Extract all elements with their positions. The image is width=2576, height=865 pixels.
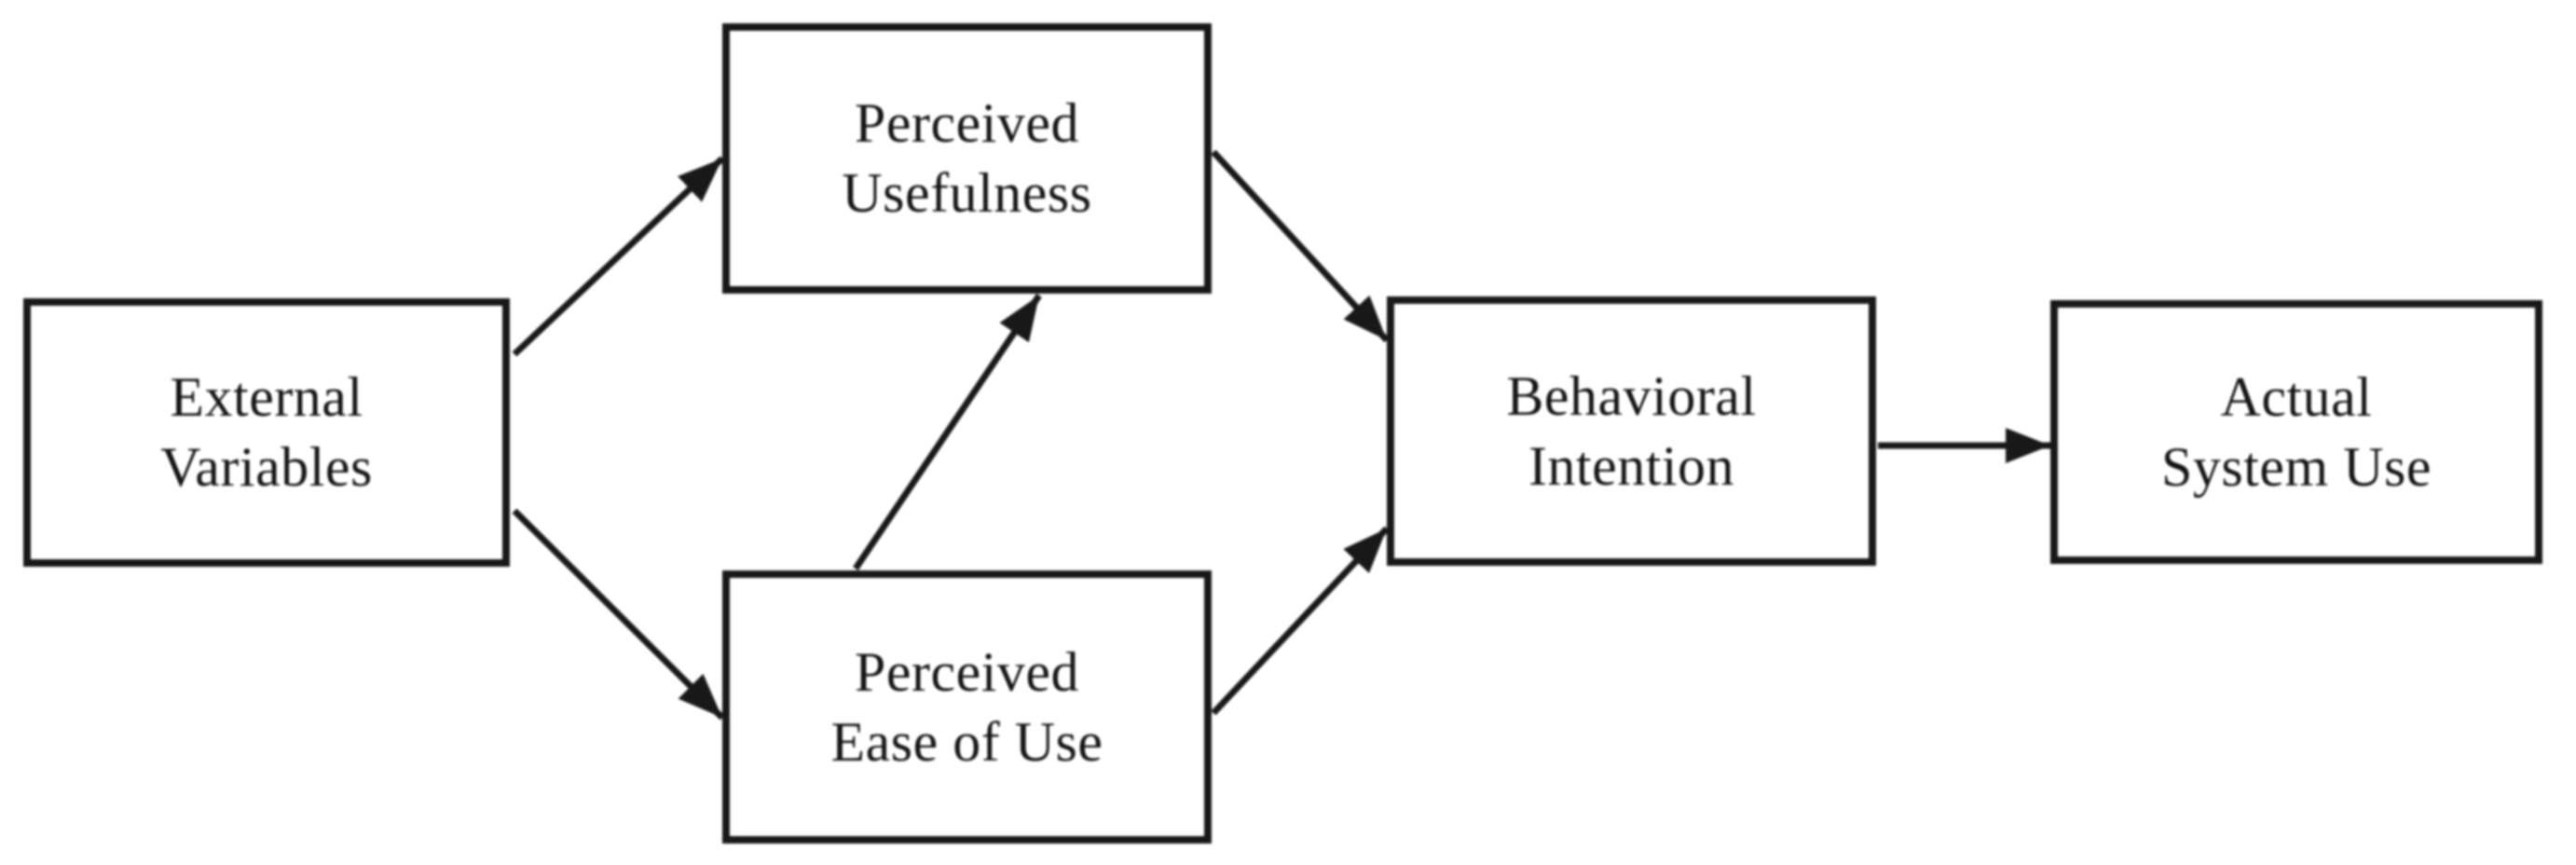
node-behavioral-intention: Behavioral Intention bbox=[1387, 296, 1876, 566]
node-actual-system-use-label-line2: System Use bbox=[2161, 435, 2432, 498]
arrow-perceived-usefulness-to-behavioral-intention bbox=[1211, 149, 1390, 343]
arrow-perceived-ease-of-use-to-perceived-usefulness bbox=[853, 294, 1042, 570]
node-perceived-usefulness-label-line2: Usefulness bbox=[842, 162, 1092, 224]
node-perceived-usefulness-label-line1: Perceived bbox=[854, 92, 1080, 154]
node-actual-system-use-label-line1: Actual bbox=[2220, 365, 2373, 428]
node-behavioral-intention-label-line2: Intention bbox=[1528, 434, 1735, 497]
node-actual-system-use: Actual System Use bbox=[2050, 300, 2542, 564]
node-external-variables: External Variables bbox=[23, 298, 510, 567]
arrow-external-variables-to-perceived-ease-of-use bbox=[512, 508, 725, 721]
arrow-external-variables-to-perceived-usefulness bbox=[512, 156, 725, 357]
arrow-perceived-ease-of-use-to-behavioral-intention bbox=[1211, 526, 1390, 716]
node-perceived-ease-of-use-label-line1: Perceived bbox=[854, 640, 1080, 703]
node-external-variables-label-line1: External bbox=[170, 366, 363, 428]
node-behavioral-intention-label-line1: Behavioral bbox=[1506, 364, 1757, 427]
node-perceived-ease-of-use-label-line2: Ease of Use bbox=[830, 710, 1103, 773]
node-external-variables-label-line2: Variables bbox=[160, 436, 373, 498]
node-perceived-ease-of-use: Perceived Ease of Use bbox=[722, 570, 1212, 844]
node-perceived-usefulness: Perceived Usefulness bbox=[722, 23, 1212, 294]
